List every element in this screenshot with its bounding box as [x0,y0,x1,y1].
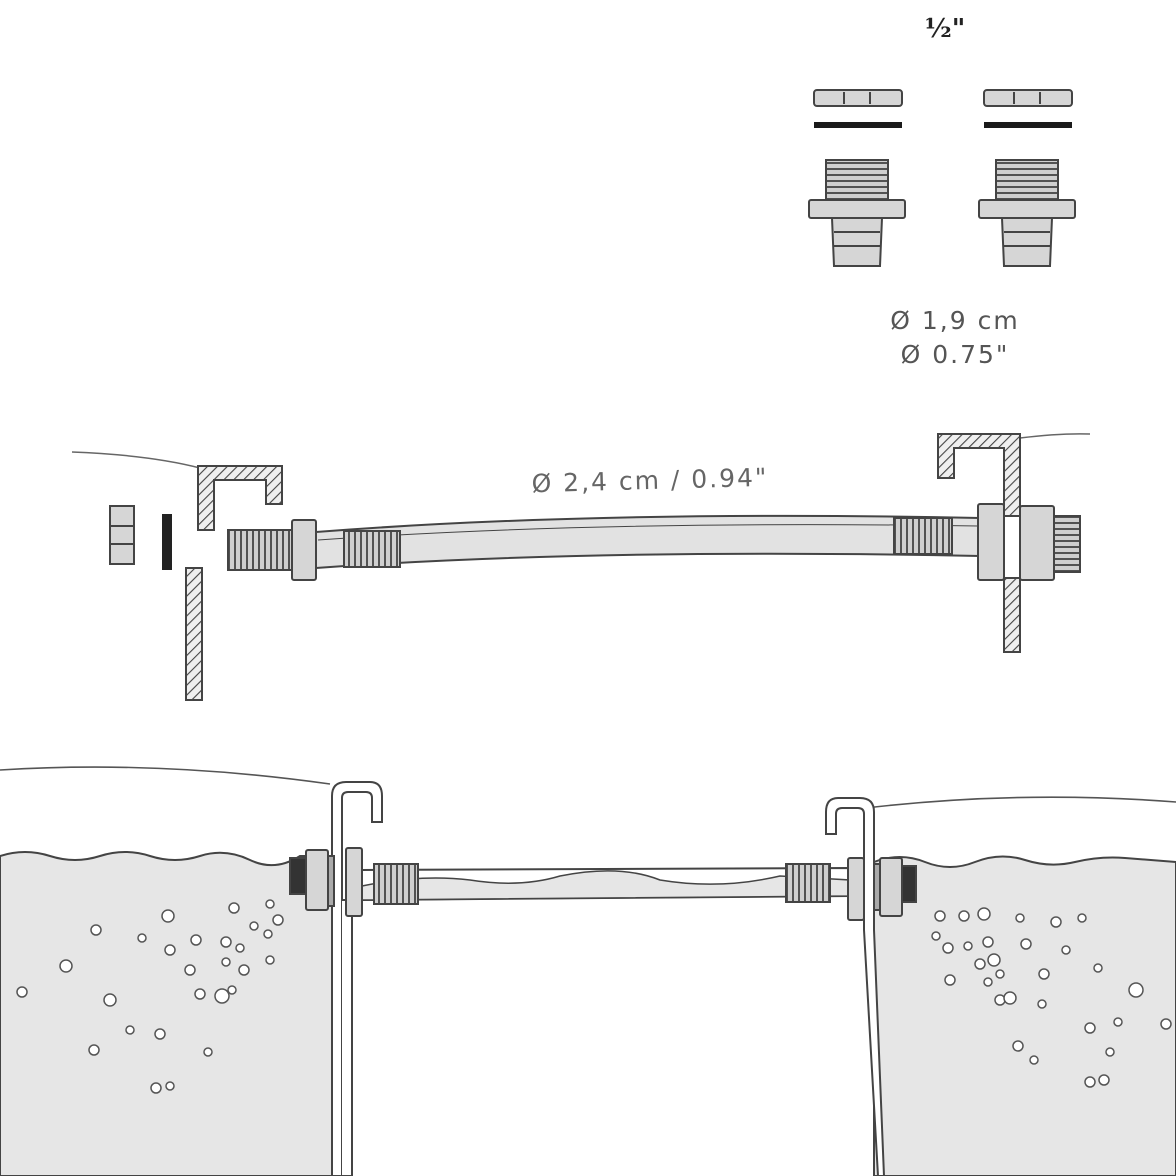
connecting-hose [289,847,917,921]
left-pool-wall [185,465,283,701]
right-pool-wall [937,433,1021,653]
fitting-diameter-in-label: Ø 0.75" [900,340,1010,369]
hose [227,503,1081,581]
left-nut [109,505,135,565]
fittings-exploded-view [808,89,1076,267]
left-pool-water [0,851,333,1176]
right-pool-water [873,855,1176,1176]
left-gasket [162,514,172,570]
right-pool-bubbles [931,907,1172,1088]
fitting-right [978,89,1076,267]
fitting-diameter-cm-label: Ø 1,9 cm [890,306,1020,335]
right-pool-wall-profile [825,797,886,1176]
thread-size-label: ½" [924,14,966,44]
fitting-left [808,89,906,267]
gasket-right [984,122,1072,128]
left-pool-wall-profile [331,781,383,1176]
left-pool-bubbles [16,899,284,1094]
hose-assembly-view [71,433,1091,701]
gasket-left [814,122,902,128]
pools-connected-view [0,766,1176,1176]
